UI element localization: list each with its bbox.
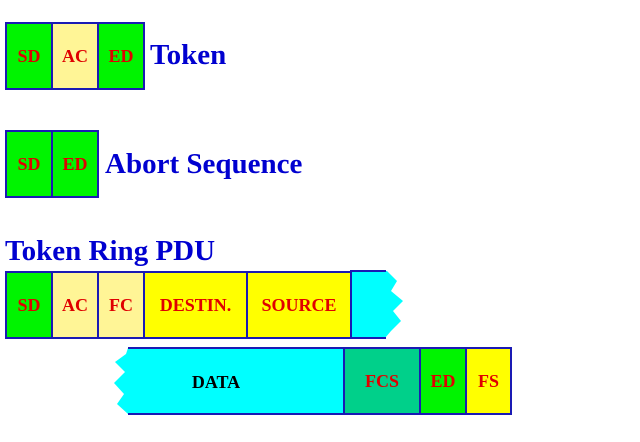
pdu-field-ac: AC: [51, 271, 99, 339]
token-field-ed: ED: [97, 22, 145, 90]
pdu-field-sd: SD: [5, 271, 53, 339]
pdu-field-data: DATA: [191, 371, 241, 392]
pdu-title: Token Ring PDU: [5, 235, 216, 267]
pdu-field-ed: ED: [419, 347, 467, 415]
token-title: Token: [150, 39, 227, 71]
token-field-ac: AC: [51, 22, 99, 90]
abort-field-ed: ED: [51, 130, 99, 198]
pdu-field-destination: DESTIN.: [143, 271, 248, 339]
pdu-field-fc: FC: [97, 271, 145, 339]
abort-sequence-title: Abort Sequence: [105, 148, 303, 180]
pdu-field-source: SOURCE: [246, 271, 352, 339]
pdu-field-fs: FS: [465, 347, 512, 415]
pdu-row1-torn-tail: [350, 271, 403, 338]
pdu-row2-torn-head: [114, 348, 345, 414]
token-field-sd: SD: [5, 22, 53, 90]
pdu-field-fcs: FCS: [343, 347, 421, 415]
